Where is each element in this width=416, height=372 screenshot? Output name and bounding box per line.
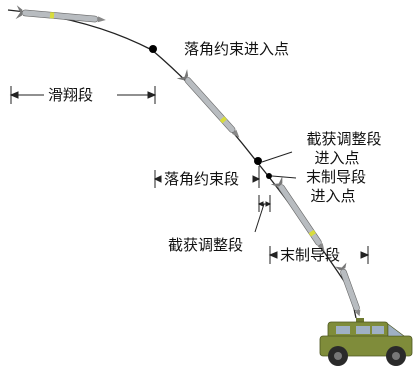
label-fall-angle-phase: 落角约束段 (164, 170, 240, 188)
label-fall-angle-entry: 落角约束进入点 (184, 40, 290, 58)
label-terminal-phase: 末制导段 (280, 246, 341, 264)
dimension-fall-angle (153, 166, 261, 188)
missile-icon (335, 262, 361, 317)
label-acquisition-phase: 截获调整段 (168, 236, 244, 254)
label-acquisition-entry-line2: 进入点 (314, 149, 360, 167)
label-glide-phase: 滑翔段 (48, 86, 94, 104)
connector-terminal (271, 175, 297, 179)
label-acquisition-entry-line1: 截获调整段 (306, 130, 382, 148)
missile-icon (270, 176, 325, 252)
point-terminal-entry (266, 173, 272, 179)
missile-icon (176, 69, 240, 138)
dimension-glide (9, 86, 157, 104)
armored-vehicle-icon (319, 318, 413, 366)
missile-icon (15, 5, 106, 23)
point-fall-angle-entry (149, 45, 157, 53)
point-acquisition-entry (254, 157, 262, 165)
label-terminal-entry-line2: 进入点 (310, 187, 356, 205)
connector-acquisition (261, 151, 293, 163)
dimension-acquisition (254, 195, 272, 233)
dimension-terminal (268, 246, 370, 264)
label-terminal-entry-line1: 末制导段 (305, 168, 366, 186)
